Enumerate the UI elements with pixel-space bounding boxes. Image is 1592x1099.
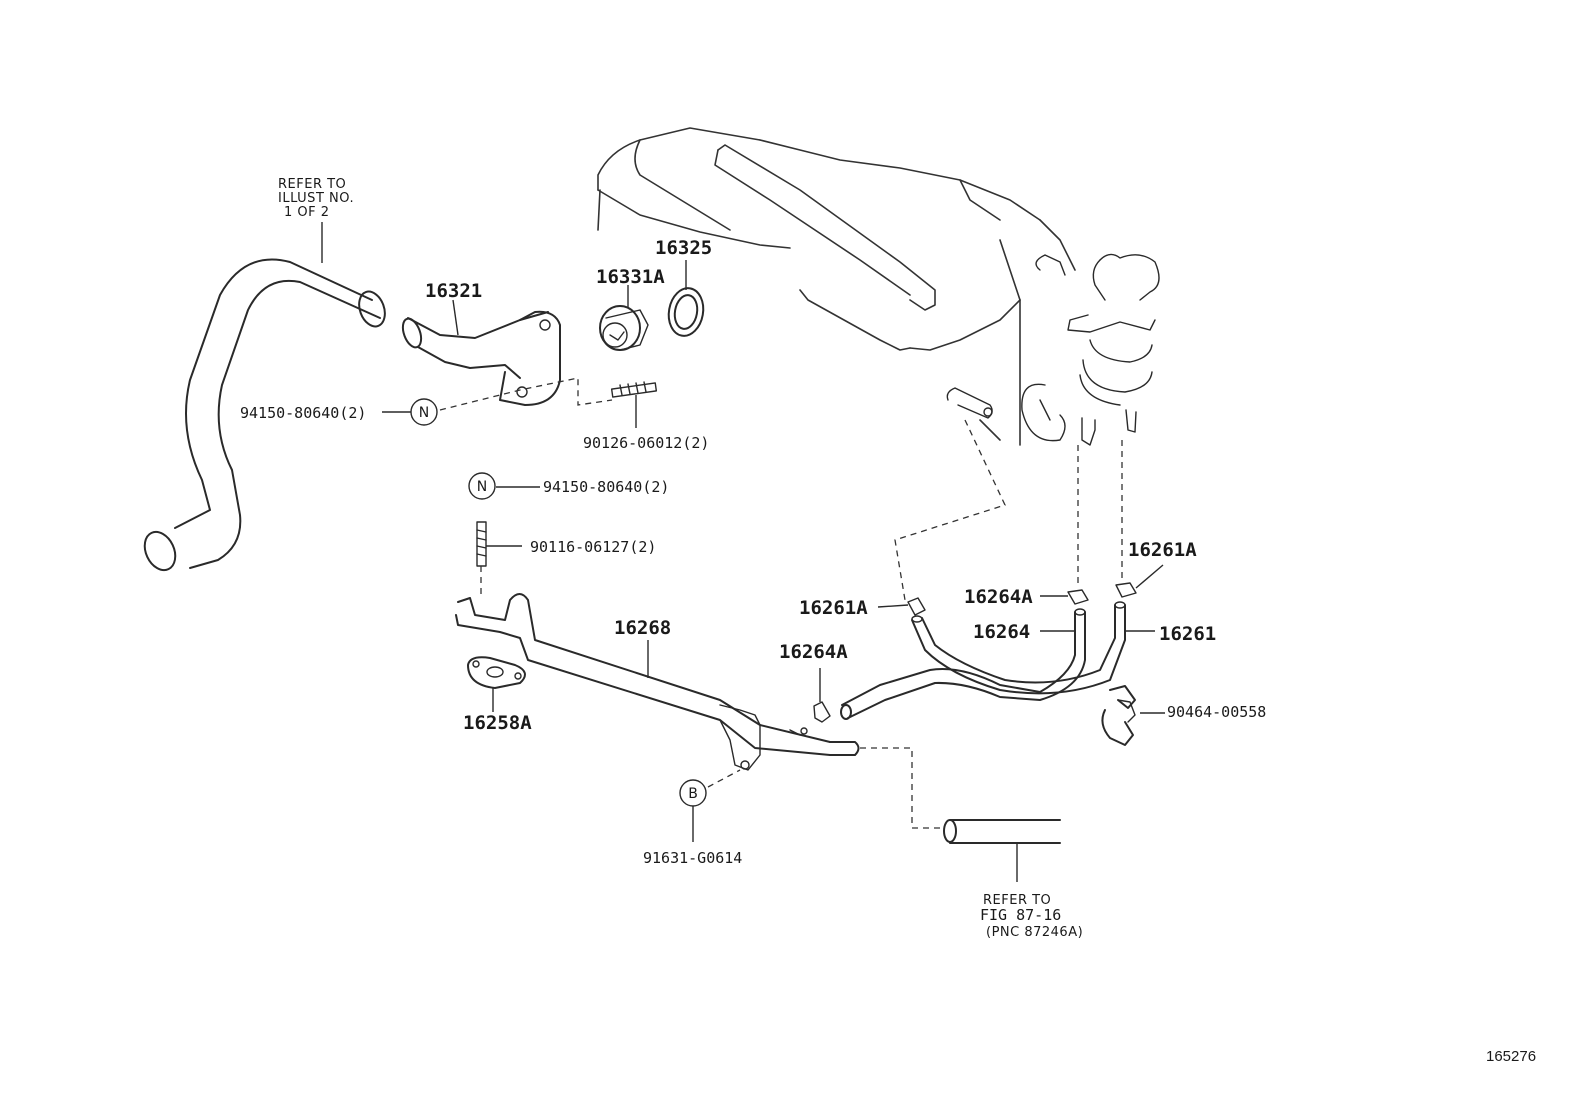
leader-16261A-right	[1135, 564, 1164, 589]
stud-bolt-upper	[610, 381, 658, 428]
nut-symbol-lower: N	[468, 472, 496, 500]
svg-text:N: N	[477, 479, 487, 495]
figure-number: 165276	[1486, 1048, 1536, 1065]
svg-text:ILLUST NO.: ILLUST NO.	[278, 191, 354, 206]
bypass-gasket	[467, 656, 526, 712]
svg-text:N: N	[419, 405, 429, 421]
label-16261A-left[interactable]: 16261A	[799, 597, 868, 619]
thermostat-gasket	[667, 260, 705, 337]
label-94150-80640-upper[interactable]: 94150-80640(2)	[240, 404, 366, 422]
svg-text:REFER TO: REFER TO	[983, 893, 1051, 908]
hose-clamp	[1101, 685, 1165, 746]
label-16268[interactable]: 16268	[614, 617, 671, 639]
label-16325[interactable]: 16325	[655, 237, 712, 259]
label-90464-00558[interactable]: 90464-00558	[1167, 703, 1266, 721]
stud-bolt-lower	[476, 521, 522, 598]
label-16321[interactable]: 16321	[425, 280, 482, 302]
label-16264[interactable]: 16264	[973, 621, 1030, 643]
svg-text:1 OF 2: 1 OF 2	[284, 205, 330, 220]
engine-block-outline	[597, 127, 1076, 446]
label-94150-80640-lower[interactable]: 94150-80640(2)	[543, 478, 669, 496]
label-16261A-right[interactable]: 16261A	[1128, 539, 1197, 561]
svg-text:(PNC 87246A): (PNC 87246A)	[986, 925, 1083, 940]
water-bypass-pipe	[455, 593, 860, 771]
refer-note-bottom: REFER TO FIG 87-16 (PNC 87246A)	[980, 893, 1083, 940]
label-91631-G0614[interactable]: 91631-G0614	[643, 849, 742, 867]
label-90126-06012[interactable]: 90126-06012(2)	[583, 434, 709, 452]
heater-hose-end	[943, 819, 1061, 882]
water-inlet	[401, 299, 561, 406]
pipe-dashed-lead	[860, 747, 945, 829]
nut-symbol-upper: N	[410, 398, 438, 426]
radiator-hose	[143, 222, 386, 572]
bolt-dashed-lead	[707, 769, 741, 788]
label-16331A[interactable]: 16331A	[596, 266, 665, 288]
bolt-symbol: B	[679, 779, 707, 807]
refer-note-top: REFER TO ILLUST NO. 1 OF 2	[278, 177, 354, 220]
label-16264A-left[interactable]: 16264A	[779, 641, 848, 663]
label-16261[interactable]: 16261	[1159, 623, 1216, 645]
svg-text:REFER TO: REFER TO	[278, 177, 346, 192]
nut-dashed-lead	[439, 377, 613, 411]
water-bypass-hoses	[840, 601, 1126, 720]
thermostat	[599, 285, 649, 351]
svg-text:B: B	[688, 786, 698, 802]
hose-clips	[813, 582, 1137, 723]
svg-text:FIG 87-16: FIG 87-16	[980, 906, 1061, 924]
hose-dashed-lead-a	[894, 419, 1006, 601]
label-90116-06127[interactable]: 90116-06127(2)	[530, 538, 656, 556]
engine-water-outlet	[946, 253, 1160, 446]
leader-16261A-left	[877, 604, 909, 608]
label-16258A[interactable]: 16258A	[463, 712, 532, 734]
label-16264A-right[interactable]: 16264A	[964, 586, 1033, 608]
